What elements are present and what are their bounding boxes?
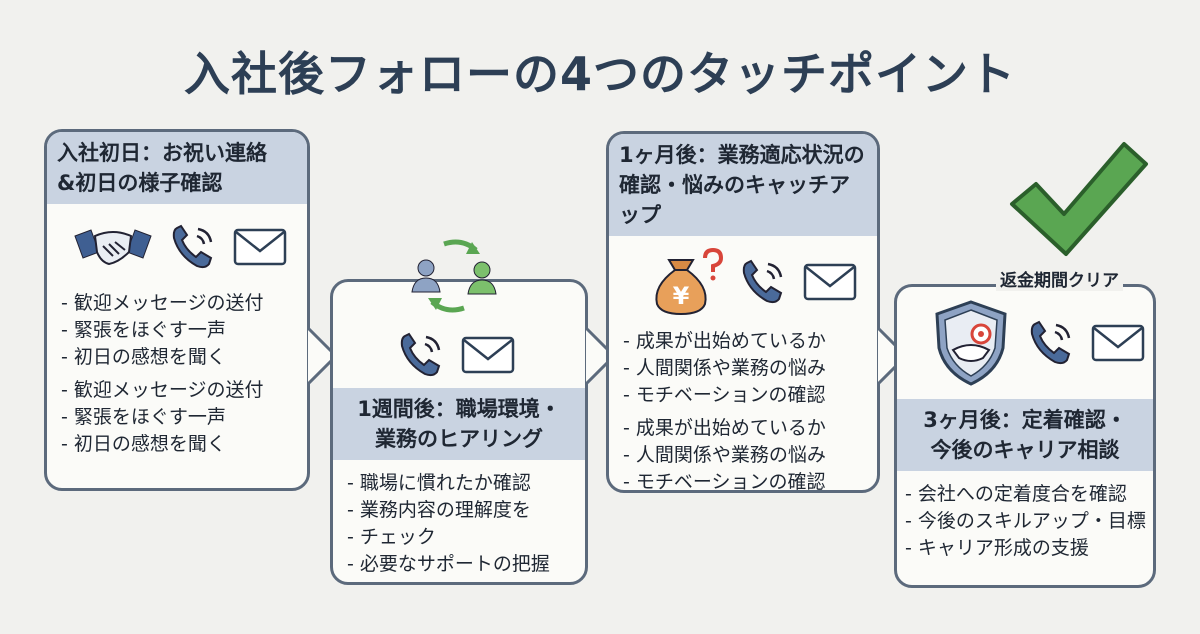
list-item: 人間関係や業務の悩み [623, 355, 877, 382]
card-header: 入社初日：お祝い連絡 &初日の様子確認 [47, 132, 307, 204]
list-item: モチベーションの確認 [623, 382, 877, 409]
card-header-line: 業務のヒアリング [375, 427, 543, 451]
card-header: 3ヶ月後：定着確認・ 今後のキャリア相談 [897, 399, 1153, 471]
check-mark-icon [1010, 142, 1148, 256]
card-header-line: 1ヶ月後：業務適応状況の [619, 143, 865, 167]
icon-row [897, 287, 1153, 399]
item-list: 成果が出始めているか 人間関係や業務の悩み モチベーションの確認 [609, 328, 877, 409]
list-item: 今後のスキルアップ・目標 [905, 508, 1153, 535]
item-list: 職場に慣れたか確認 業務内容の理解度を チェック 必要なサポートの把握 [333, 470, 585, 578]
phone-icon [169, 222, 217, 272]
list-item: 歓迎メッセージの送付 [61, 377, 307, 404]
page-title: 入社後フォローの4つのタッチポイント [183, 47, 1016, 101]
list-item: モチベーションの確認 [623, 469, 877, 490]
handshake-icon [73, 222, 153, 272]
mail-icon [1091, 323, 1145, 363]
svg-text:¥: ¥ [673, 282, 690, 310]
list-item: 初日の感想を聞く [61, 344, 307, 371]
list-item: 職場に慣れたか確認 [347, 470, 585, 497]
phone-icon [739, 257, 787, 307]
item-list: 会社への定着度合を確認 今後のスキルアップ・目標 キャリア形成の支援 [897, 481, 1153, 562]
card-header-line: 確認・悩みのキャッチアップ [619, 173, 850, 227]
card-header-line: 1週間後：職場環境・ [357, 397, 561, 421]
list-item: 必要なサポートの把握 [347, 551, 585, 578]
card-one-week: 1週間後：職場環境・ 業務のヒアリング 職場に慣れたか確認 業務内容の理解度を … [330, 279, 588, 585]
card-header: 1週間後：職場環境・ 業務のヒアリング [333, 388, 585, 460]
list-item: 会社への定着度合を確認 [905, 481, 1153, 508]
card-three-months: 3ヶ月後：定着確認・ 今後のキャリア相談 会社への定着度合を確認 今後のスキルア… [894, 284, 1156, 588]
list-item: 初日の感想を聞く [61, 431, 307, 458]
icon-row [47, 204, 307, 290]
list-item: 緊張をほぐす一声 [61, 317, 307, 344]
icon-row: ¥ [609, 236, 877, 328]
mail-icon [803, 262, 857, 302]
item-list-repeat: 歓迎メッセージの送付 緊張をほぐす一声 初日の感想を聞く [47, 377, 307, 458]
card-header-line: 今後のキャリア相談 [930, 438, 1120, 462]
shield-handshake-target-icon [931, 298, 1011, 388]
money-bag-question-icon: ¥ [649, 248, 723, 316]
list-item: キャリア形成の支援 [905, 535, 1153, 562]
card-header-line: 入社初日：お祝い連絡 [57, 141, 267, 165]
list-item: 人間関係や業務の悩み [623, 442, 877, 469]
card-header-line: &初日の様子確認 [57, 171, 223, 195]
phone-icon [397, 330, 445, 380]
item-list: 歓迎メッセージの送付 緊張をほぐす一声 初日の感想を聞く [47, 290, 307, 371]
list-item: チェック [347, 524, 585, 551]
list-item: 歓迎メッセージの送付 [61, 290, 307, 317]
card-first-day: 入社初日：お祝い連絡 &初日の様子確認 歓迎メッセージの送付 緊 [44, 129, 310, 491]
mail-icon [461, 335, 515, 375]
refund-period-badge: 返金期間クリア [996, 266, 1123, 291]
card-header: 1ヶ月後：業務適応状況の 確認・悩みのキャッチアップ [609, 134, 877, 236]
list-item: 緊張をほぐす一声 [61, 404, 307, 431]
list-item: 業務内容の理解度を [347, 497, 585, 524]
phone-icon [1027, 318, 1075, 368]
icon-row [333, 282, 585, 388]
card-header-line: 3ヶ月後：定着確認・ [923, 408, 1127, 432]
item-list-repeat: 成果が出始めているか 人間関係や業務の悩み モチベーションの確認 [609, 415, 877, 490]
people-cycle-icon [411, 239, 497, 313]
list-item: 成果が出始めているか [623, 415, 877, 442]
mail-icon [233, 227, 287, 267]
card-one-month: 1ヶ月後：業務適応状況の 確認・悩みのキャッチアップ ¥ [606, 131, 880, 493]
list-item: 成果が出始めているか [623, 328, 877, 355]
